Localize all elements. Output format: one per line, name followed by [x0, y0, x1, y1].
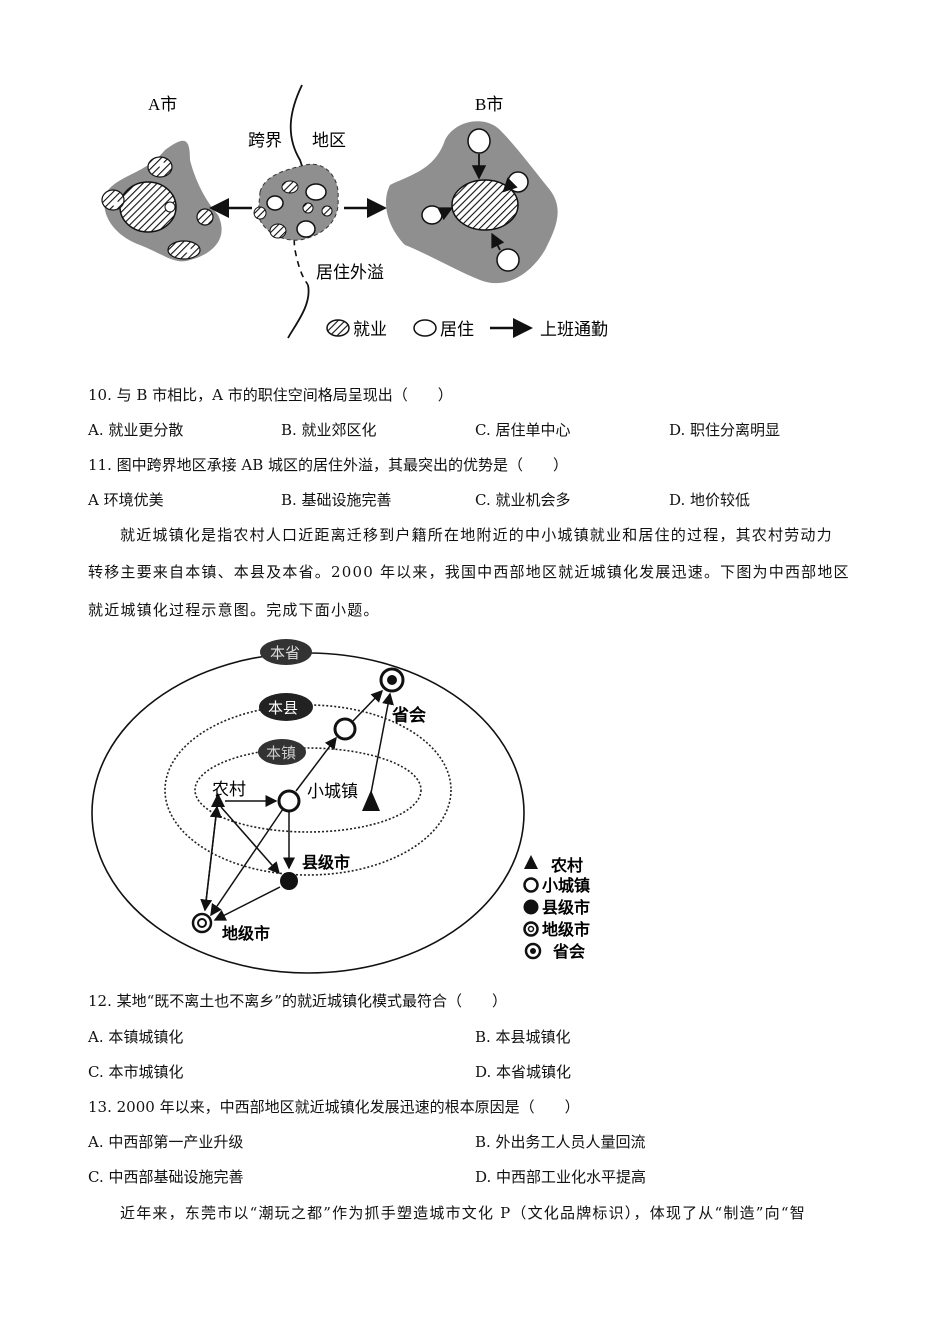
city-b-label: B市 [475, 95, 503, 114]
legend-village: 农村 [550, 856, 583, 875]
cross-label-left: 跨界 [248, 131, 282, 151]
boundary-line [289, 84, 306, 176]
label-prefecture-city: 地级市 [222, 924, 270, 943]
node-village-2 [362, 790, 380, 811]
legend-commute: 上班通勤 [540, 320, 608, 340]
legend-small-town: 小城镇 [542, 876, 590, 895]
q10-option-a[interactable]: A. 就业更分散 [88, 421, 184, 439]
q11-option-c[interactable]: C. 就业机会多 [475, 491, 571, 509]
question-13-stem: 13. 2000 年以来，中西部地区就近城镇化发展迅速的根本原因是（ ） [88, 1098, 580, 1116]
figure2-legend: 农村 小城镇 县级市 地级市 省会 [523, 855, 590, 961]
figure-job-housing-diagram: A市 跨界 地区 居住外溢 B市 就业 居住 [101, 84, 608, 340]
q10-option-d[interactable]: D. 职住分离明显 [669, 421, 781, 439]
label-provincial-capital: 省会 [391, 705, 426, 726]
q13-option-c[interactable]: C. 中西部基础设施完善 [88, 1168, 244, 1186]
q11-option-d[interactable]: D. 地价较低 [669, 491, 751, 509]
ring-label-province: 本省 [270, 644, 300, 662]
label-small-town: 小城镇 [307, 782, 358, 802]
legend-county-city: 县级市 [542, 898, 590, 917]
ring-label-town: 本镇 [266, 744, 296, 762]
question-10-stem: 10. 与 B 市相比，A 市的职住空间格局呈现出（ ） [88, 386, 453, 404]
question-11-stem: 11. 图中跨界地区承接 AB 城区的居住外溢，其最突出的优势是（ ） [88, 456, 569, 474]
q10-option-b[interactable]: B. 就业郊区化 [281, 421, 377, 439]
q12-option-b[interactable]: B. 本县城镇化 [475, 1028, 571, 1046]
node-small-town-2 [333, 717, 357, 741]
figure-urbanization-diagram: 本省 本县 本镇 农村 小城镇 县级市 地级市 省会 [91, 639, 590, 974]
q11-option-a[interactable]: A 环境优美 [88, 491, 164, 509]
q12-option-d[interactable]: D. 本省城镇化 [475, 1063, 572, 1081]
passage-1-line-1: 就近城镇化是指农村人口近距离迁移到户籍所在地附近的中小城镇就业和居住的过程，其农… [120, 526, 833, 544]
cross-label-right: 地区 [312, 131, 346, 151]
question-12-stem: 12. 某地“既不离土也不离乡”的就近城镇化模式最符合（ ） [88, 992, 507, 1010]
q13-option-a[interactable]: A. 中西部第一产业升级 [88, 1133, 244, 1151]
label-county-city: 县级市 [302, 853, 350, 872]
node-village-1 [211, 793, 225, 807]
node-county-city [280, 872, 298, 890]
q11-option-b[interactable]: B. 基础设施完善 [281, 491, 392, 509]
legend-employment: 就业 [353, 320, 387, 340]
q13-option-b[interactable]: B. 外出务工人员人量回流 [475, 1133, 646, 1151]
legend-residence: 居住 [440, 320, 474, 340]
label-village: 农村 [212, 780, 246, 800]
q13-option-d[interactable]: D. 中西部工业化水平提高 [475, 1168, 647, 1186]
legend-provincial-capital: 省会 [552, 942, 585, 961]
q10-option-c[interactable]: C. 居住单中心 [475, 421, 571, 439]
q12-option-a[interactable]: A. 本镇城镇化 [88, 1028, 184, 1046]
city-a-label: A市 [148, 95, 177, 114]
ring-town [194, 747, 422, 833]
node-small-town-1 [277, 789, 301, 813]
q12-option-c[interactable]: C. 本市城镇化 [88, 1063, 184, 1081]
passage-1-line-2: 转移主要来自本镇、本县及本省。2000 年以来，我国中西部地区就近城镇化发展迅速… [88, 563, 850, 581]
passage-2-line-1: 近年来，东莞市以“潮玩之都”作为抓手塑造城市文化 P（文化品牌标识），体现了从“… [120, 1204, 806, 1222]
overflow-label: 居住外溢 [316, 263, 384, 283]
ring-label-county: 本县 [268, 699, 298, 717]
passage-1-line-3: 就近城镇化过程示意图。完成下面小题。 [88, 601, 380, 619]
legend-prefecture-city: 地级市 [542, 920, 590, 939]
